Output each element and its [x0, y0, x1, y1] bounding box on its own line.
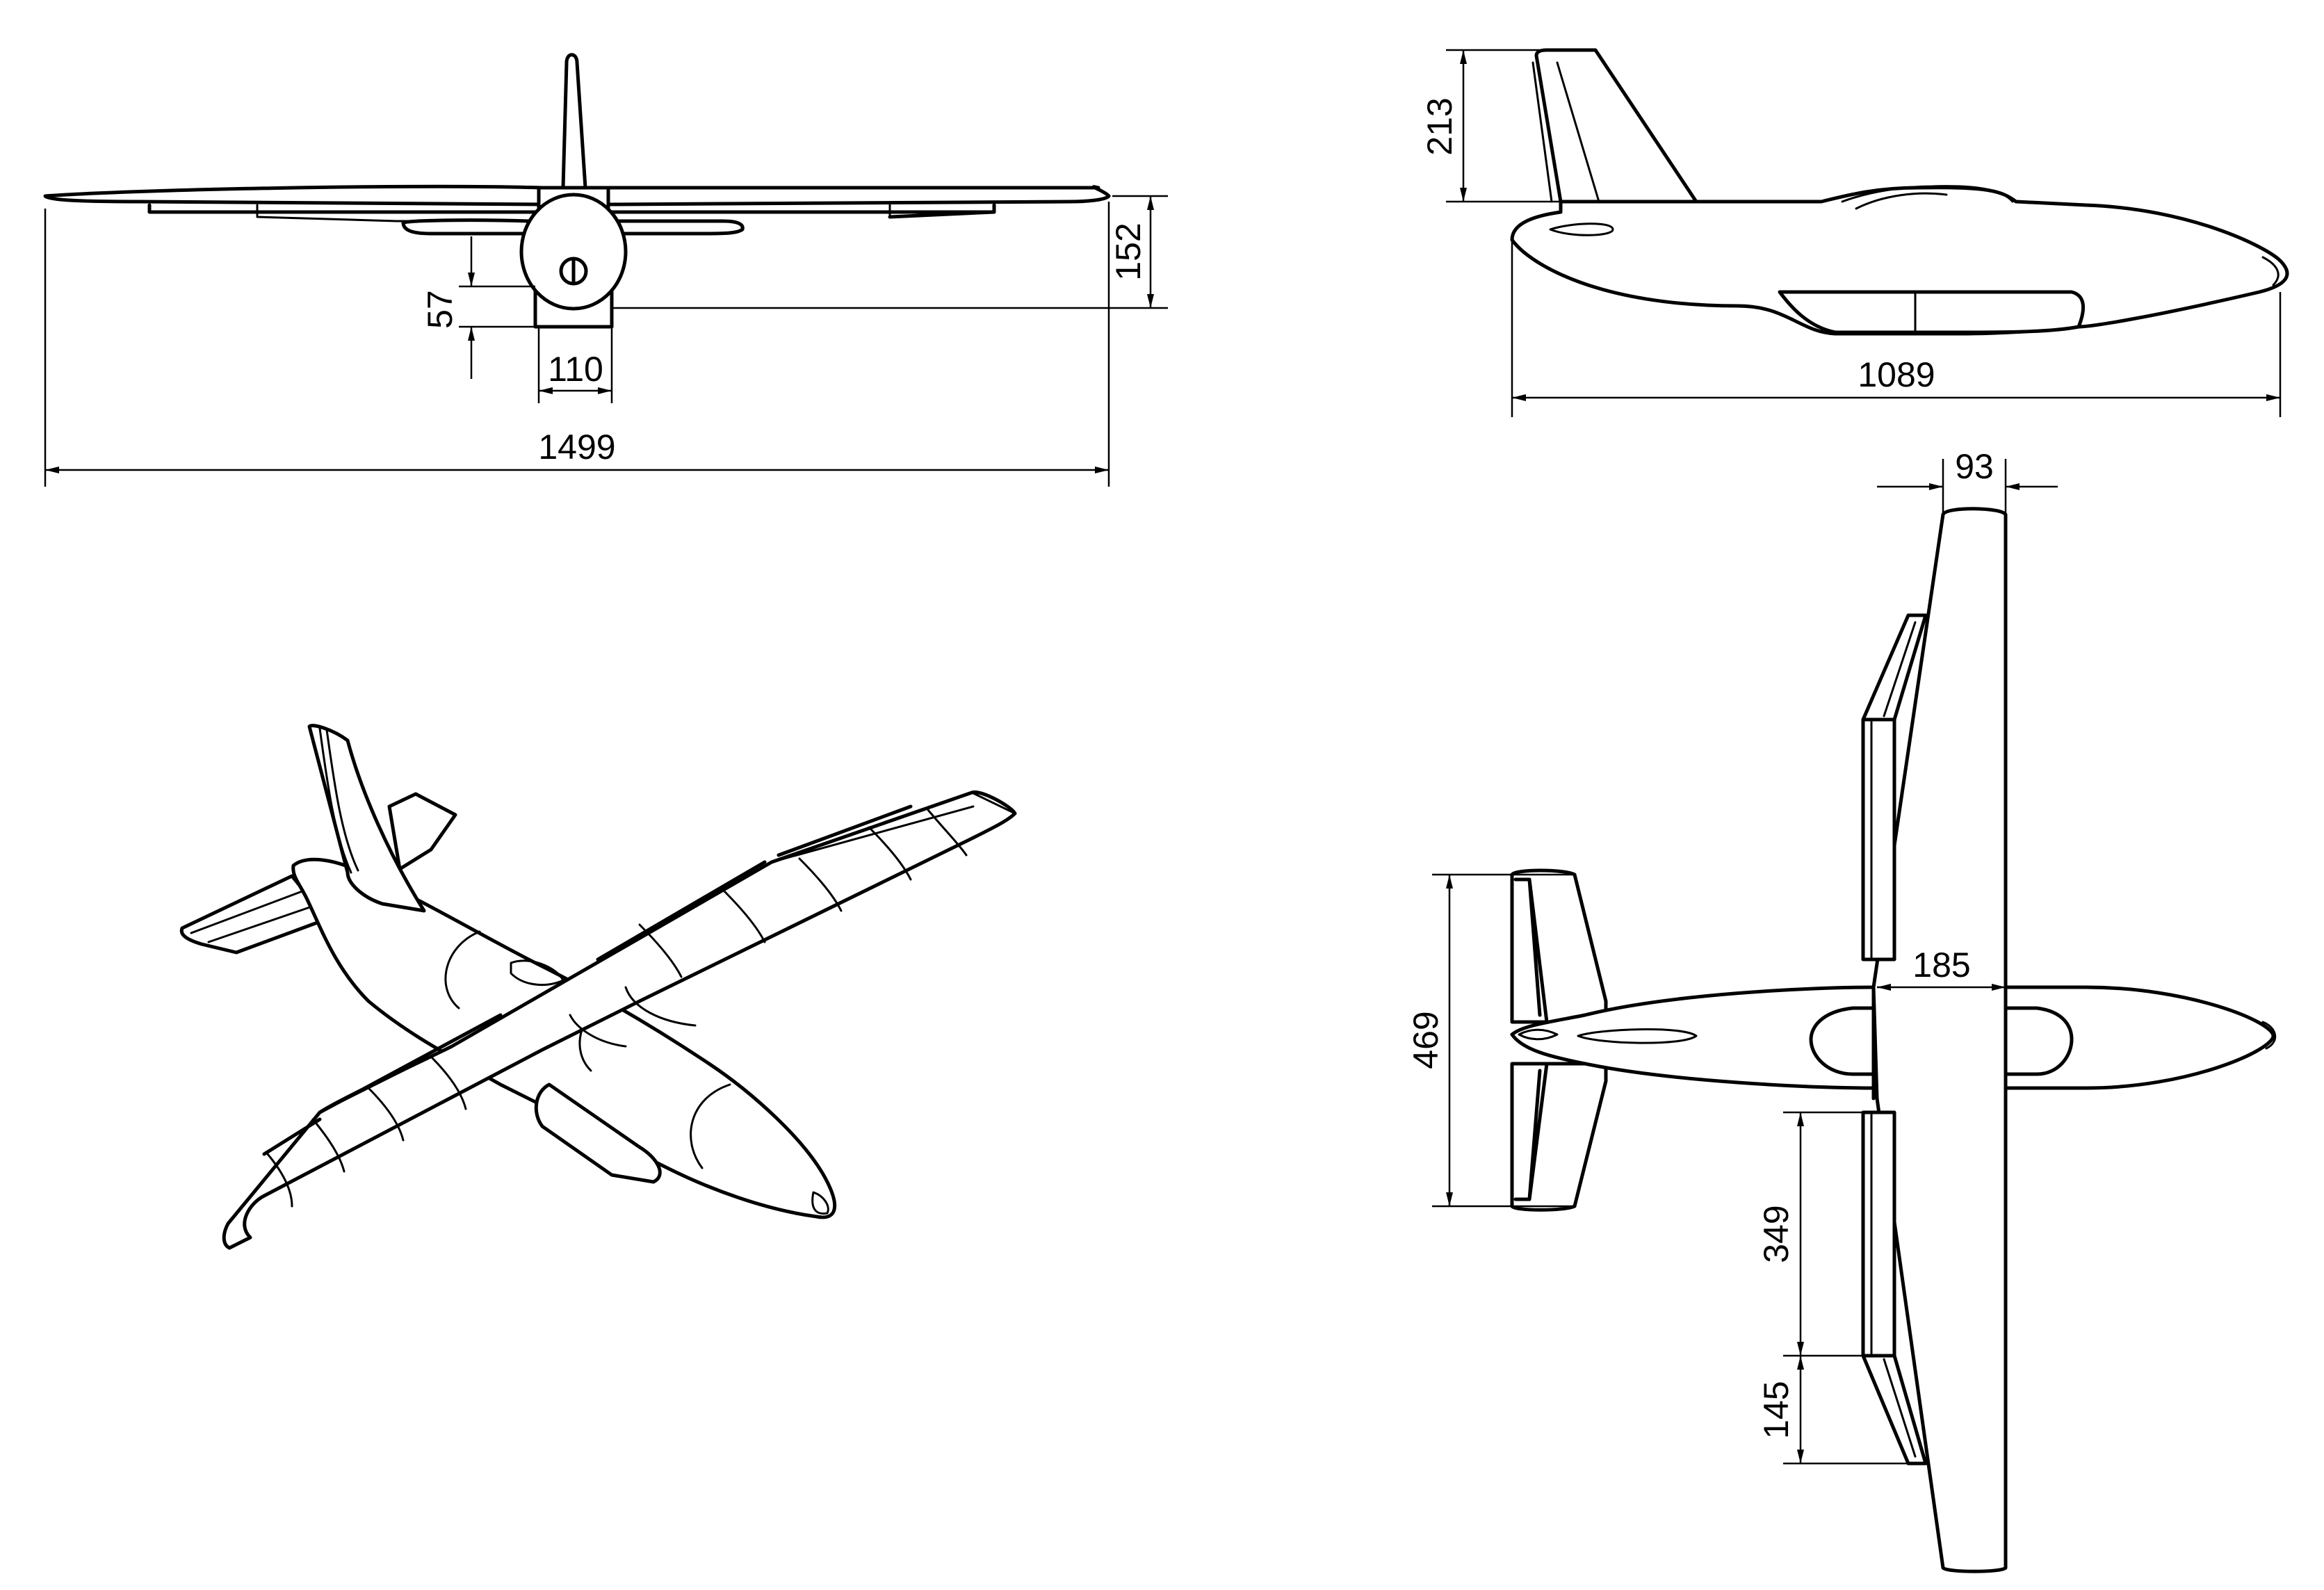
top-tail-upper	[1510, 868, 1608, 1024]
iso-fin	[307, 724, 426, 913]
front-view: 1499 152 57 110	[43, 53, 1168, 487]
front-fuselage-circle	[519, 193, 628, 311]
top-flap-lower	[1861, 1110, 1896, 1358]
isometric-view	[179, 724, 1017, 1250]
top-aileron-lower	[1861, 1354, 1928, 1466]
top-wing	[1871, 507, 2008, 1573]
top-aileron-label: 145	[1757, 1381, 1796, 1438]
top-tailspan-label: 469	[1406, 1011, 1445, 1069]
side-length-label: 1089	[1858, 355, 1935, 394]
top-flap-label: 349	[1757, 1205, 1796, 1263]
top-view: 93 185 469 349 145	[1406, 447, 2277, 1573]
front-height-label: 152	[1109, 222, 1148, 280]
side-canopy	[1841, 185, 2014, 210]
top-tip-label: 93	[1955, 447, 1994, 486]
top-tail-lower	[1510, 1062, 1608, 1212]
iso-belly-pod	[534, 1082, 662, 1184]
side-rudder	[1531, 61, 1600, 203]
top-pod-right	[2000, 1006, 2074, 1076]
front-fin	[561, 53, 587, 190]
side-view: 213 1089	[1420, 48, 2289, 417]
top-flap-upper	[1861, 717, 1896, 962]
side-fin-label: 213	[1420, 97, 1459, 155]
side-tail-fairing	[1549, 222, 1614, 236]
iso-tail-right	[387, 792, 457, 871]
front-flap-right	[888, 210, 996, 219]
front-width-label: 110	[548, 350, 603, 389]
top-root-label: 185	[1912, 946, 1970, 984]
front-span-label: 1499	[538, 428, 615, 467]
side-belly-pod	[1778, 290, 2086, 334]
front-gear-label: 57	[421, 290, 460, 329]
